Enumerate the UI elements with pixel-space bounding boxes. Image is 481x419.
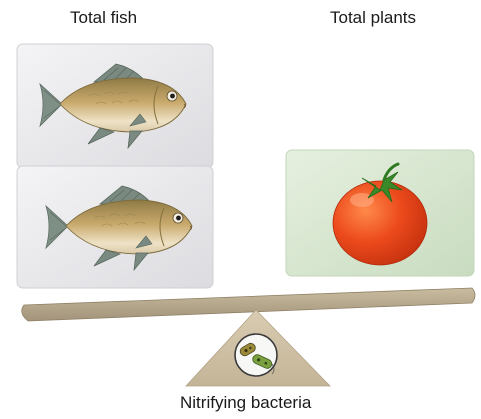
fish-card-top	[17, 44, 213, 168]
plant-card	[286, 150, 474, 276]
nitrifying-bacteria-label: Nitrifying bacteria	[180, 393, 311, 413]
bacteria-icon	[235, 334, 277, 376]
fulcrum	[186, 310, 330, 386]
fish-card-bottom	[17, 166, 213, 288]
balance-beam	[22, 288, 475, 321]
